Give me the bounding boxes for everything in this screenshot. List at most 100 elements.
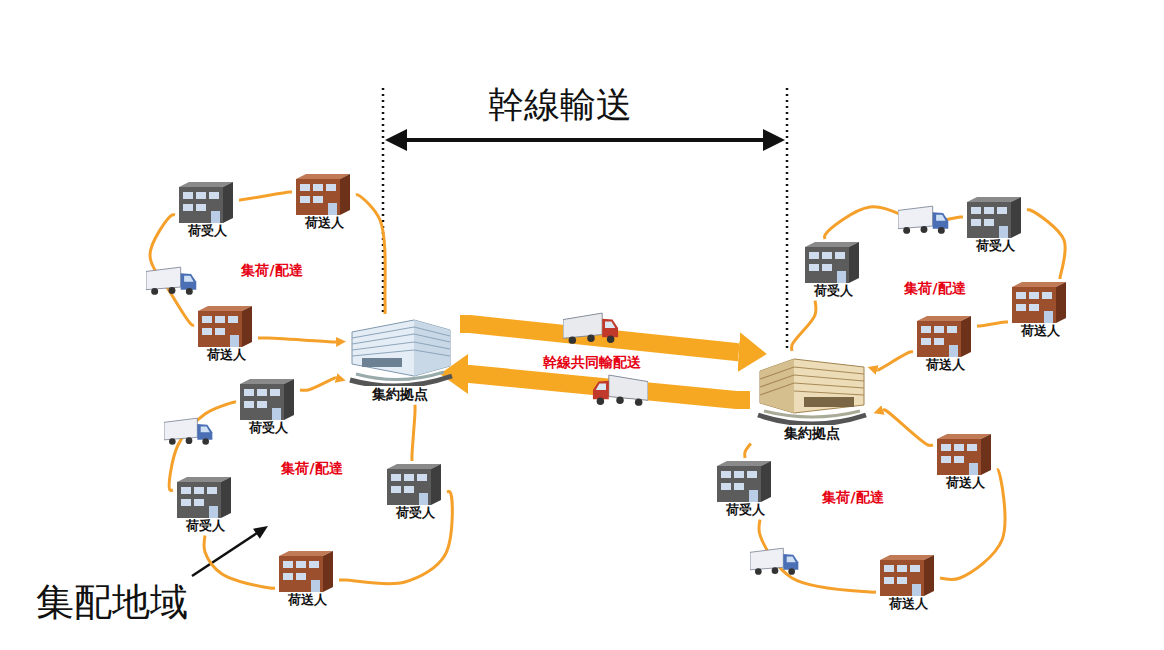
consignee-building: 荷受人 bbox=[803, 241, 863, 299]
node-label: 荷送人 bbox=[915, 357, 975, 373]
collection-route-line bbox=[1027, 210, 1065, 279]
node-label: 荷送人 bbox=[294, 215, 354, 231]
building-icon bbox=[717, 460, 773, 502]
building-icon bbox=[967, 196, 1023, 238]
building-icon bbox=[754, 353, 870, 425]
building-icon bbox=[240, 379, 294, 420]
leader-arrowhead bbox=[253, 526, 268, 539]
building-icon bbox=[177, 476, 233, 518]
building-icon bbox=[717, 461, 771, 502]
node-label: 荷受人 bbox=[175, 518, 235, 534]
consignee-building: 荷受人 bbox=[175, 476, 235, 534]
consignee-building: 荷受人 bbox=[238, 378, 298, 436]
span-arrowhead bbox=[763, 129, 785, 151]
building-icon bbox=[198, 305, 254, 347]
trunk-truck-icon bbox=[593, 375, 648, 406]
building-icon bbox=[917, 316, 971, 357]
truck-icon bbox=[146, 267, 196, 295]
area-label: 集荷/配達 bbox=[241, 262, 302, 278]
building-icon bbox=[880, 554, 936, 596]
collection-route-line bbox=[258, 338, 336, 342]
edge-layer bbox=[150, 192, 1065, 592]
building-icon bbox=[279, 550, 335, 592]
building-icon bbox=[177, 477, 231, 518]
building-icon bbox=[758, 359, 866, 424]
route-label: 幹線共同輸配送 bbox=[543, 354, 641, 371]
building-icon bbox=[387, 463, 443, 505]
shipper-building: 荷送人 bbox=[878, 554, 938, 612]
collection-route-line bbox=[977, 322, 1008, 326]
building-icon bbox=[387, 464, 441, 505]
span-title: 幹線輸送 bbox=[488, 84, 632, 125]
collection-route-line bbox=[825, 207, 963, 239]
node-label: 集約拠点 bbox=[752, 425, 872, 442]
building-icon bbox=[350, 320, 452, 386]
building-icon bbox=[937, 434, 991, 475]
consignee-building: 荷受人 bbox=[385, 463, 445, 521]
building-icon bbox=[179, 182, 233, 223]
region-label: 集配地域 bbox=[36, 581, 188, 625]
node-label: 荷受人 bbox=[965, 238, 1025, 254]
truck-icon bbox=[164, 418, 212, 445]
building-icon bbox=[967, 197, 1021, 238]
node-label: 荷受人 bbox=[715, 502, 775, 518]
area-label: 集荷/配達 bbox=[822, 489, 883, 505]
consignee-building: 荷受人 bbox=[177, 181, 237, 239]
span-arrowhead bbox=[385, 129, 407, 151]
collection-route-line bbox=[883, 410, 933, 446]
node-label: 荷送人 bbox=[196, 347, 256, 363]
building-icon bbox=[296, 173, 352, 215]
collection-route-line bbox=[300, 378, 336, 390]
building-icon bbox=[917, 315, 973, 357]
building-icon bbox=[937, 433, 993, 475]
node-label: 集約拠点 bbox=[342, 386, 458, 403]
shipper-building: 荷送人 bbox=[294, 173, 354, 231]
building-icon bbox=[240, 378, 296, 420]
shipper-building: 荷送人 bbox=[196, 305, 256, 363]
collection-route-line bbox=[745, 443, 751, 458]
shipper-building: 荷送人 bbox=[277, 550, 337, 608]
node-label: 荷送人 bbox=[1010, 323, 1070, 339]
building-icon bbox=[279, 551, 333, 592]
building-icon bbox=[344, 316, 456, 386]
node-label: 荷送人 bbox=[878, 596, 938, 612]
node-label: 荷送人 bbox=[277, 592, 337, 608]
area-label: 集荷/配達 bbox=[281, 460, 342, 476]
truck-icon bbox=[750, 548, 798, 575]
building-icon bbox=[1012, 281, 1068, 323]
collection-route-line bbox=[239, 192, 292, 200]
node-label: 荷受人 bbox=[385, 505, 445, 521]
shipper-building: 荷送人 bbox=[1010, 281, 1070, 339]
node-label: 荷受人 bbox=[238, 420, 298, 436]
shipper-building: 荷送人 bbox=[915, 315, 975, 373]
trunk-truck-icon bbox=[593, 375, 648, 406]
node-label: 荷送人 bbox=[935, 475, 995, 491]
building-icon bbox=[880, 555, 934, 596]
span-arrow bbox=[400, 138, 770, 142]
building-icon bbox=[805, 241, 861, 283]
collection-route-line bbox=[339, 492, 452, 584]
collection-route-line bbox=[877, 352, 913, 370]
building-icon bbox=[1012, 282, 1066, 323]
building-icon bbox=[198, 306, 252, 347]
collection-route-line bbox=[412, 405, 415, 461]
node-label: 荷受人 bbox=[177, 223, 237, 239]
consignee-building: 荷受人 bbox=[715, 460, 775, 518]
trunk-truck-icon bbox=[563, 313, 618, 344]
boundary-dotted-line bbox=[786, 88, 789, 351]
building-icon bbox=[296, 174, 350, 215]
leader-arrow bbox=[192, 533, 257, 576]
area-label: 集荷/配達 bbox=[904, 280, 965, 296]
collection-route-line bbox=[204, 536, 275, 589]
collection-route-line bbox=[792, 301, 816, 351]
hub-building: 集約拠点 bbox=[752, 353, 872, 442]
collection-route-line bbox=[356, 195, 385, 314]
building-icon bbox=[179, 181, 235, 223]
node-label: 荷受人 bbox=[803, 283, 863, 299]
hub-building: 集約拠点 bbox=[342, 316, 458, 403]
building-icon bbox=[805, 242, 859, 283]
consignee-building: 荷受人 bbox=[965, 196, 1025, 254]
truck-icon bbox=[898, 206, 948, 234]
